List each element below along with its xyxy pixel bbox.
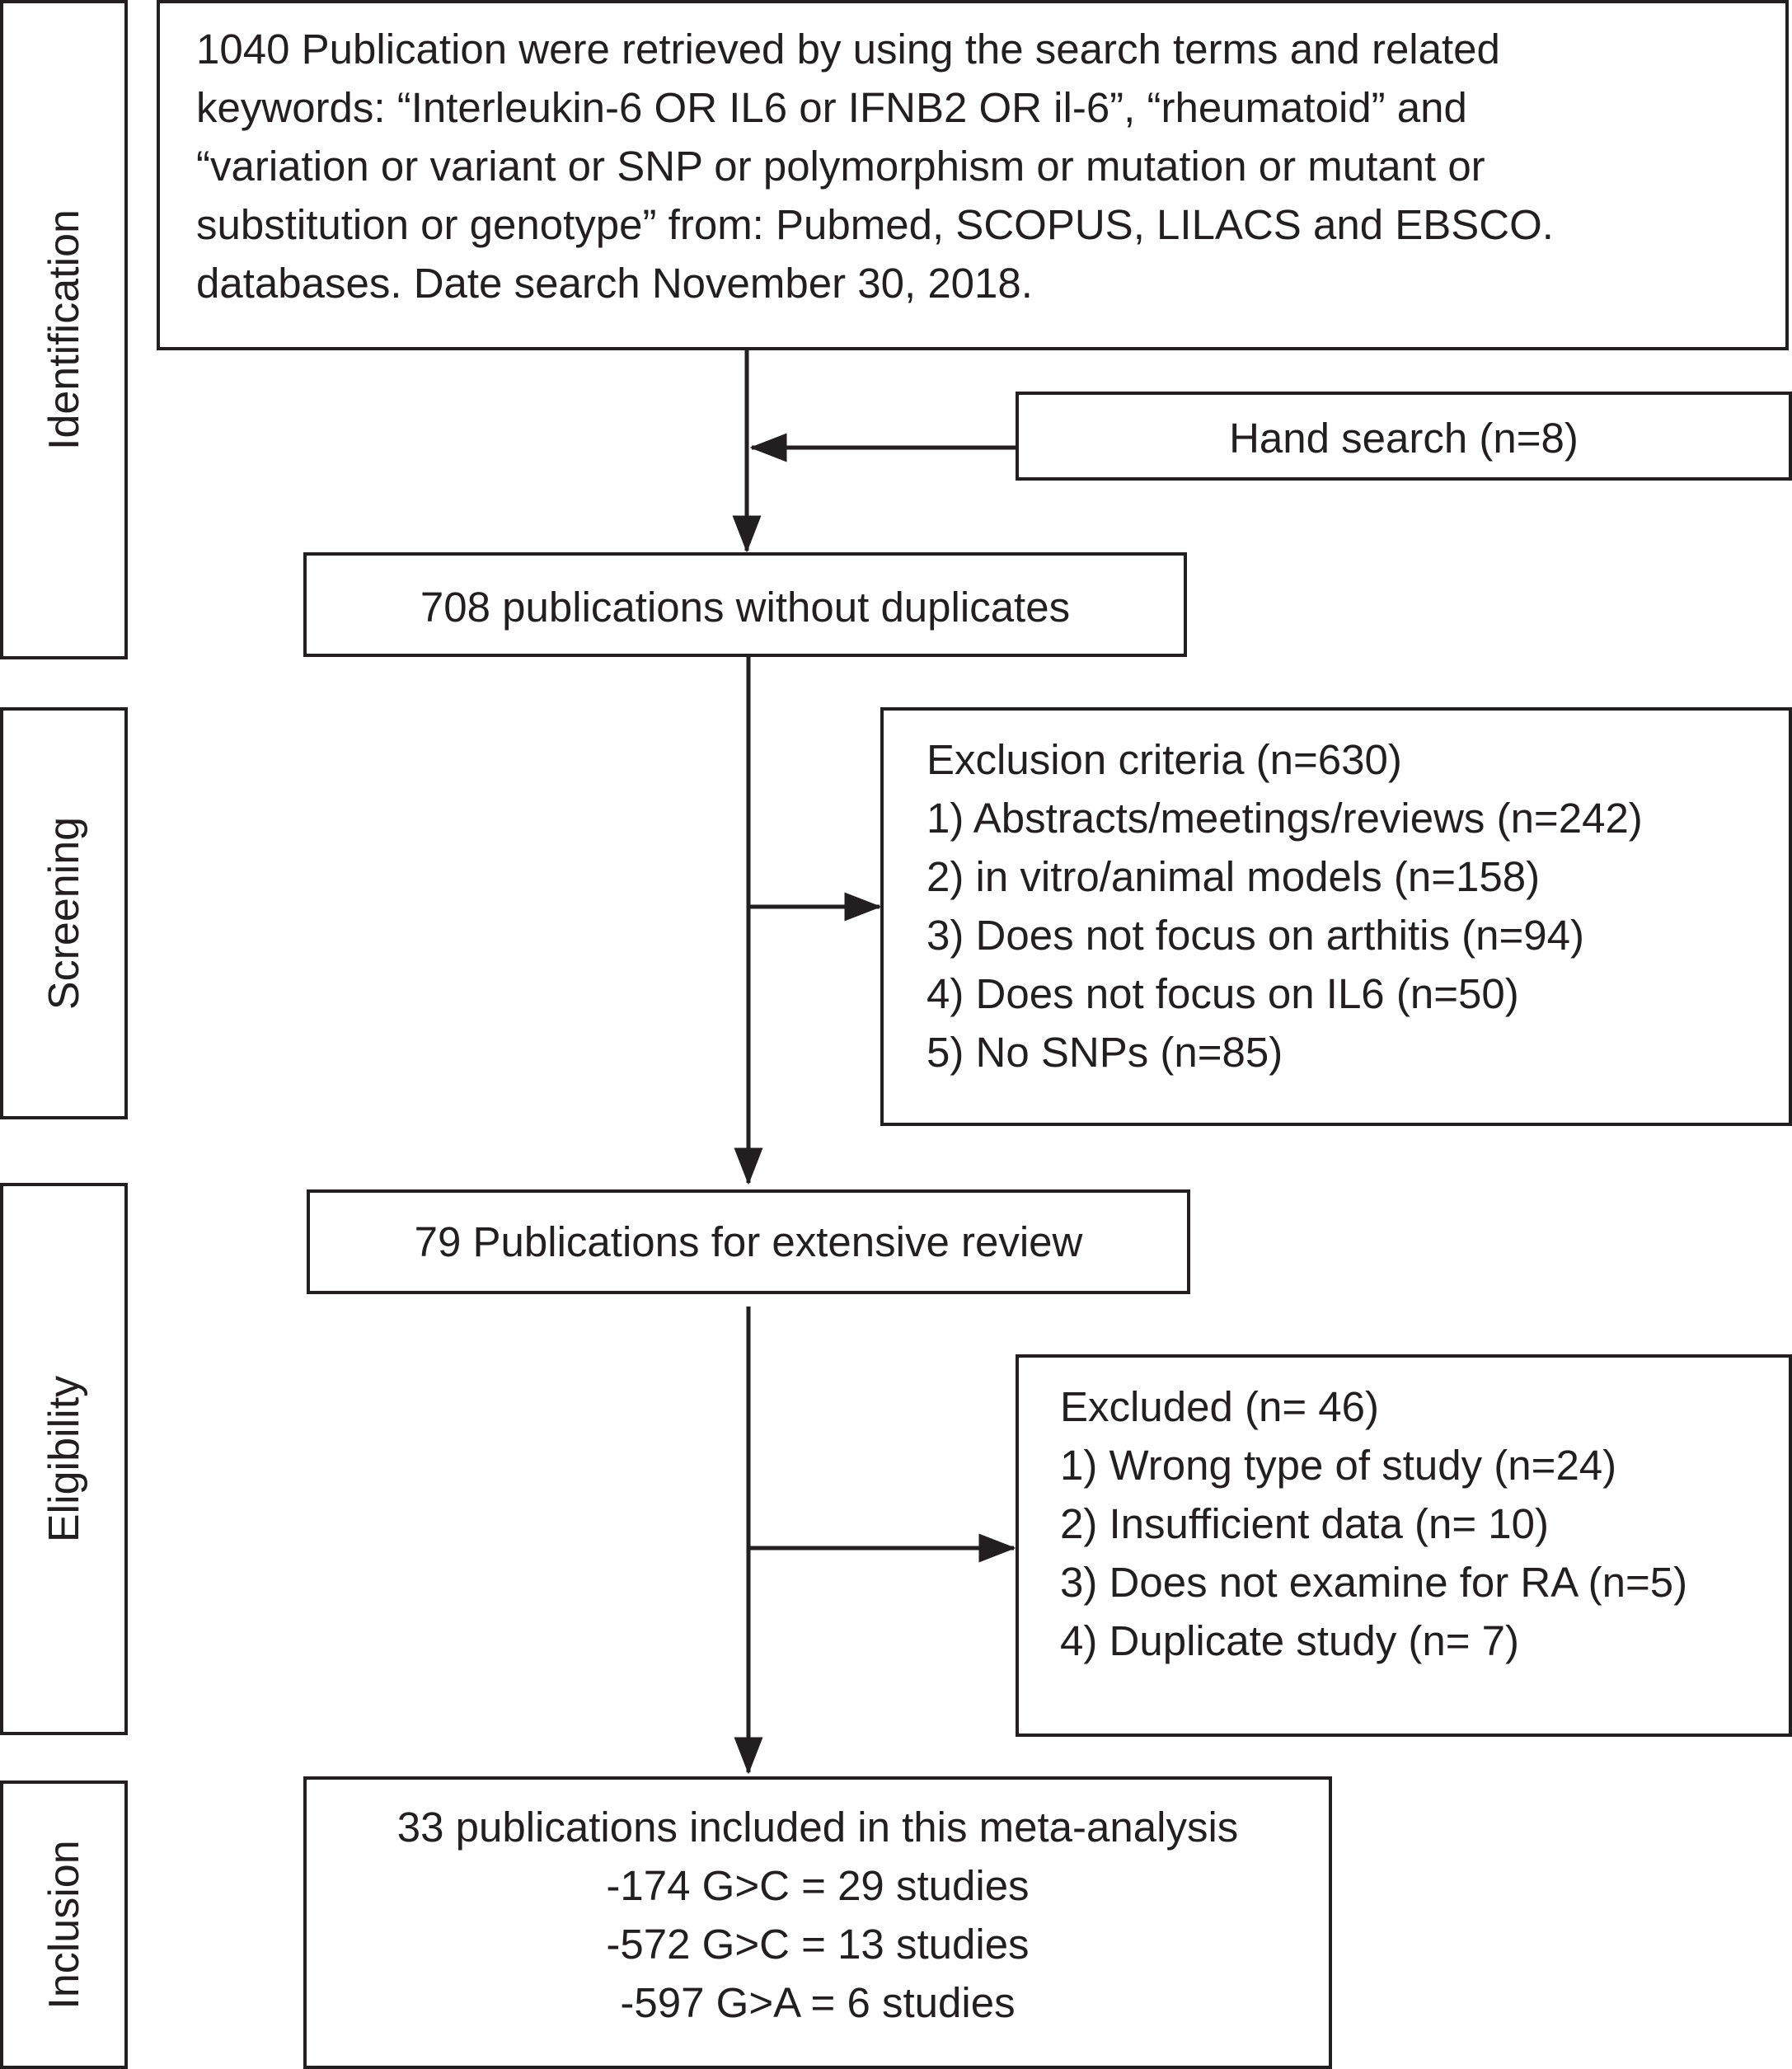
search-text: 1040 Publication were retrieved by using… [196, 20, 1554, 312]
extensive-review-text: 79 Publications for extensive review [414, 1218, 1083, 1265]
excluded-line: 1) Wrong type of study (n=24) [1060, 1442, 1617, 1489]
search-line: keywords: “Interleukin-6 OR IL6 or IFNB2… [196, 84, 1467, 131]
exclusion-line: 4) Does not focus on IL6 (n=50) [926, 970, 1519, 1017]
search-box: 1040 Publication were retrieved by using… [157, 0, 1789, 350]
included-line: -174 G>C = 29 studies [606, 1862, 1030, 1909]
stage-inclusion: Inclusion [0, 1780, 128, 2069]
excluded-line: 2) Insufficient data (n= 10) [1060, 1500, 1549, 1547]
exclusion-line: 3) Does not focus on arthitis (n=94) [926, 912, 1584, 959]
included-text: 33 publications included in this meta-an… [307, 1798, 1329, 2032]
exclusion-criteria-box: Exclusion criteria (n=630) 1) Abstracts/… [880, 707, 1792, 1126]
included-box: 33 publications included in this meta-an… [303, 1776, 1332, 2069]
search-line: databases. Date search November 30, 2018… [196, 260, 1033, 307]
stage-screening: Screening [0, 707, 128, 1119]
included-line: 33 publications included in this meta-an… [396, 1804, 1239, 1851]
excluded-line: Excluded (n= 46) [1060, 1383, 1379, 1430]
stage-eligibility: Eligibility [0, 1183, 128, 1735]
excluded-box: Excluded (n= 46) 1) Wrong type of study … [1016, 1354, 1792, 1737]
excluded-text: Excluded (n= 46) 1) Wrong type of study … [1060, 1377, 1687, 1670]
exclusion-line: 2) in vitro/animal models (n=158) [926, 853, 1541, 900]
exclusion-line: 5) No SNPs (n=85) [926, 1029, 1283, 1076]
hand-search-text: Hand search (n=8) [1229, 415, 1579, 462]
stage-identification: Identification [0, 0, 128, 659]
search-line: “variation or variant or SNP or polymorp… [196, 143, 1485, 190]
no-duplicates-text: 708 publications without duplicates [420, 584, 1071, 631]
exclusion-line: 1) Abstracts/meetings/reviews (n=242) [926, 795, 1643, 842]
search-line: 1040 Publication were retrieved by using… [196, 26, 1500, 73]
excluded-line: 3) Does not examine for RA (n=5) [1060, 1559, 1688, 1606]
exclusion-text: Exclusion criteria (n=630) 1) Abstracts/… [926, 730, 1643, 1081]
no-duplicates-box: 708 publications without duplicates [303, 552, 1187, 657]
search-line: substitution or genotype” from: Pubmed, … [196, 201, 1554, 248]
hand-search-box: Hand search (n=8) [1016, 392, 1792, 481]
excluded-line: 4) Duplicate study (n= 7) [1060, 1617, 1520, 1664]
extensive-review-box: 79 Publications for extensive review [307, 1189, 1190, 1294]
exclusion-line: Exclusion criteria (n=630) [926, 736, 1402, 783]
included-line: -597 G>A = 6 studies [620, 1979, 1016, 2026]
included-line: -572 G>C = 13 studies [606, 1921, 1030, 1968]
